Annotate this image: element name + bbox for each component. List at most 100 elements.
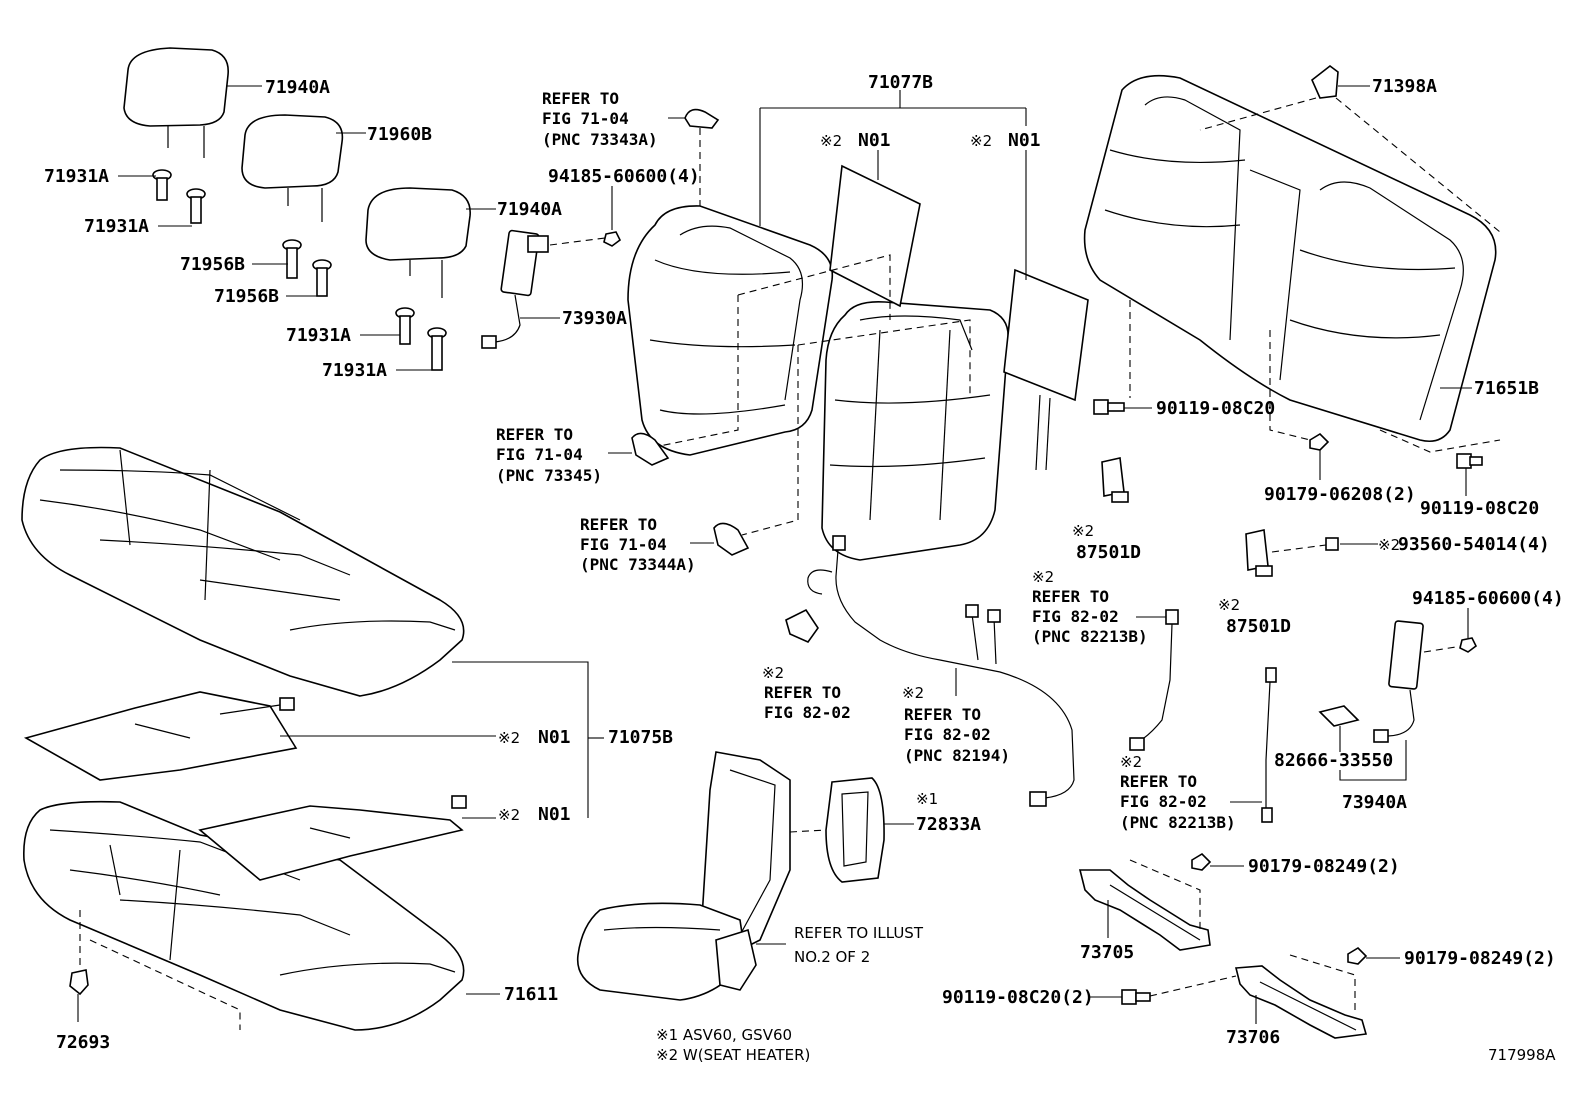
refer-82-left-l1: REFER TO <box>764 683 841 702</box>
refer-82213B-b-l3: (PNC 82213B) <box>1120 813 1236 832</box>
label-71931A-4: 71931A <box>322 360 387 381</box>
seatback-dashes <box>639 254 971 536</box>
seatback-71651B <box>1083 74 1497 443</box>
headrest-guides <box>152 169 447 371</box>
heater-pad-n01-a <box>829 150 921 308</box>
seatback-right <box>821 300 1009 561</box>
refer-73343A-l3: (PNC 73343A) <box>542 130 658 149</box>
footnote-1: ※1 ASV60, GSV60 <box>656 1026 792 1044</box>
label-71075B: 71075B <box>608 727 673 748</box>
headrest-71940A-top <box>123 47 229 158</box>
cushion-leaders <box>280 661 604 995</box>
mark-82213B-b: ※2 <box>1120 753 1142 771</box>
label-73940A: 73940A <box>1342 792 1407 813</box>
refer-82213B-a-l3: (PNC 82213B) <box>1032 627 1148 646</box>
label-71956B-2: 71956B <box>214 286 279 307</box>
label-71398A: 71398A <box>1372 76 1437 97</box>
refer-82194-l3: (PNC 82194) <box>904 746 1010 765</box>
refer-82194-l2: FIG 82-02 <box>904 725 991 744</box>
bolt-90119-bottom <box>1090 975 1237 1005</box>
heater-pad-cushion-lower <box>198 795 467 881</box>
label-n01-a: N01 <box>858 130 891 151</box>
refer-82213B-b-l1: REFER TO <box>1120 772 1197 791</box>
refer-82213B-a-l2: FIG 82-02 <box>1032 607 1119 626</box>
clip-72693 <box>69 910 241 1030</box>
armrest-assy <box>576 751 791 1001</box>
mark-n01-b: ※2 <box>970 132 992 150</box>
sensor-87501D-a <box>1101 457 1129 503</box>
mark-fig82-left: ※2 <box>762 664 784 682</box>
refer-73344A-l3: (PNC 73344A) <box>580 555 696 574</box>
label-73705: 73705 <box>1080 942 1134 963</box>
label-71651B: 71651B <box>1474 378 1539 399</box>
mark-screw: ※2 <box>1378 536 1400 554</box>
leader-71077B <box>759 90 1027 226</box>
label-90179-08249-b: 90179-08249(2) <box>1404 948 1556 969</box>
harness-82213B-b <box>1230 667 1277 823</box>
seat-cushion-71075B <box>21 446 465 697</box>
label-90119-mid: 90119-08C20 <box>1156 398 1275 419</box>
headrest-71940A-mid <box>365 187 471 298</box>
clip-73345 <box>608 432 670 466</box>
mark-n01-d: ※2 <box>498 806 520 824</box>
refer-73343A-l1: REFER TO <box>542 89 619 108</box>
label-n01-b: N01 <box>1008 130 1041 151</box>
label-n01-d: N01 <box>538 804 571 825</box>
bolt-90119-right <box>1379 429 1501 496</box>
label-71931A-3: 71931A <box>286 325 351 346</box>
bracket-82666 <box>1318 705 1360 752</box>
nut-90179-a <box>1191 852 1244 871</box>
nut-90179-b <box>1347 946 1400 965</box>
nut-90179-06208 <box>1269 330 1330 480</box>
label-71931A-1: 71931A <box>44 166 109 187</box>
refer-illust-l1: REFER TO ILLUST <box>794 924 924 942</box>
diagram-id: 717998A <box>1488 1046 1556 1064</box>
label-73706: 73706 <box>1226 1027 1280 1048</box>
label-87501D-b: 87501D <box>1226 616 1291 637</box>
label-82666: 82666-33550 <box>1274 750 1393 771</box>
footnote-2: ※2 W(SEAT HEATER) <box>656 1046 810 1064</box>
refer-82213B-a-l1: REFER TO <box>1032 587 1109 606</box>
refer-73345-l1: REFER TO <box>496 425 573 444</box>
seat-cushion-pad-71611 <box>23 800 465 1031</box>
seatback-left-71077B <box>627 205 834 456</box>
label-71611: 71611 <box>504 984 558 1005</box>
mark-82194: ※2 <box>902 684 924 702</box>
armrest-lid-72833A <box>789 777 914 883</box>
label-71931A-2: 71931A <box>84 216 149 237</box>
label-93560: 93560-54014(4) <box>1398 534 1550 555</box>
hinge-73706 <box>1234 954 1368 1039</box>
refer-82213B-b-l2: FIG 82-02 <box>1120 792 1207 811</box>
heater-pad-cushion-upper <box>23 691 298 781</box>
bolt-90119-mid <box>1093 300 1152 415</box>
label-71940A-mid: 71940A <box>497 199 562 220</box>
label-90119-right: 90119-08C20 <box>1420 498 1539 519</box>
harness-82213B-a <box>1129 609 1179 751</box>
airbag-73930A <box>481 229 606 349</box>
mark-87501D-b: ※2 <box>1218 596 1240 614</box>
label-71077B: 71077B <box>868 72 933 93</box>
label-94185-top: 94185-60600(4) <box>548 166 700 187</box>
connector-fig-82-02 <box>785 608 819 643</box>
label-90119-08C20-2: 90119-08C20(2) <box>942 987 1094 1008</box>
label-87501D-a: 87501D <box>1076 542 1141 563</box>
refer-82-left-l2: FIG 82-02 <box>764 703 851 722</box>
nut-94185-top <box>603 186 622 247</box>
harness-82194 <box>807 535 1075 807</box>
refer-73343A-l2: FIG 71-04 <box>542 109 629 128</box>
clip-73343A <box>668 108 720 210</box>
label-90179-08249-a: 90179-08249(2) <box>1248 856 1400 877</box>
label-90179-06208: 90179-06208(2) <box>1264 484 1416 505</box>
refer-73345-l2: FIG 71-04 <box>496 445 583 464</box>
mark-n01-a: ※2 <box>820 132 842 150</box>
headrest-71960B <box>241 114 344 222</box>
refer-73344A-l2: FIG 71-04 <box>580 535 667 554</box>
heater-pad-n01-b <box>1003 150 1089 471</box>
label-71940A-top: 71940A <box>265 77 330 98</box>
label-71956B-1: 71956B <box>180 254 245 275</box>
airbag-73940A <box>1373 608 1478 743</box>
label-71960B: 71960B <box>367 124 432 145</box>
leader-73940A <box>1339 740 1407 781</box>
sensor-87501D-b <box>1245 529 1327 577</box>
